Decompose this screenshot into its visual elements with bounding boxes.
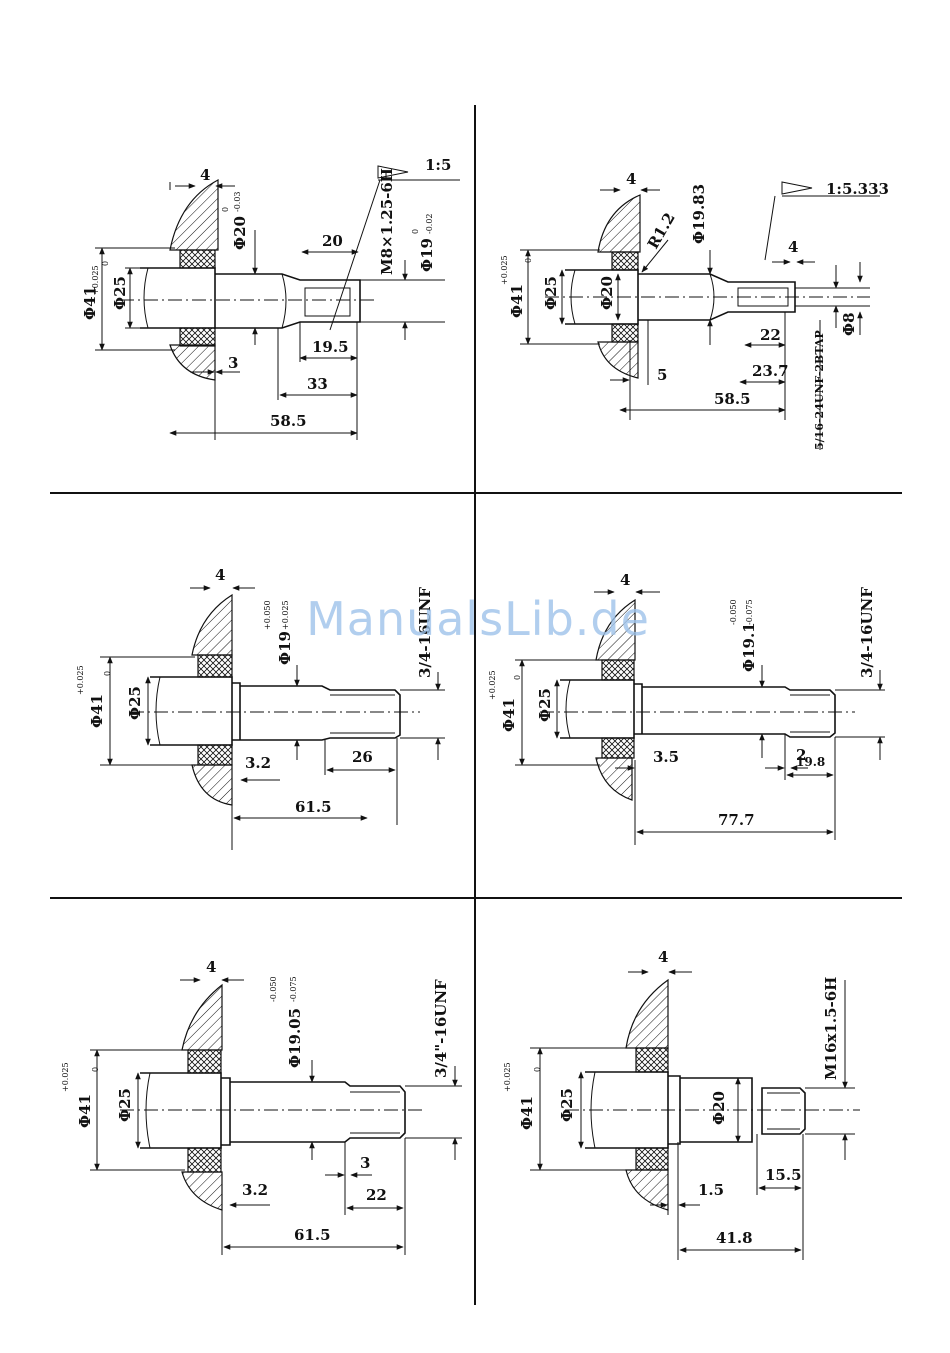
p5-bore-inner-label: Φ25 [116, 1088, 134, 1122]
p1-dim-a: 19.5 [312, 338, 349, 356]
p1-shaft-dia: Φ20 [231, 216, 249, 250]
watermark: ManualsLib.de [306, 592, 650, 646]
p4-thread-label: 3/4-16UNF [858, 587, 876, 678]
p6-flange-width-label: 4 [658, 948, 668, 966]
p1-flange-width: 4 [200, 166, 210, 184]
p4-relief-label: 2 [796, 746, 806, 764]
p2-thread-label: 5/16-24UNF-2BTAP [813, 330, 826, 450]
panel-4-shaft-drawing: 4 Φ41 +0.025 0 Φ25 Φ19.1 -0.050 -0.075 3… [488, 571, 885, 845]
p2-radius-label: R1.2 [644, 210, 679, 252]
p2-dim-a-label: 22 [760, 326, 781, 344]
bore [140, 267, 216, 329]
p5-bore-outer-tol-upper-label: +0.025 [61, 1062, 70, 1092]
p2-taper-step-label: 4 [788, 238, 798, 256]
panel-1-shaft-drawing: 4 Φ41 +0.025 0 Φ25 Φ20 0 -0.03 1:5 M8×1.… [81, 156, 460, 440]
p3-shaft-tol-upper-label: +0.050 [263, 600, 272, 630]
p1-end-tol-lower-label: -0.02 [425, 213, 434, 234]
p3-total-label: 61.5 [295, 798, 332, 816]
housing-flange [169, 179, 219, 251]
p5-shoulder-label: 3.2 [242, 1181, 268, 1199]
frame-grid [50, 105, 902, 1305]
p6-total-label: 41.8 [716, 1229, 753, 1247]
p6-bore-inner-label: Φ25 [558, 1088, 576, 1122]
p1-bore-inner: Φ25 [111, 276, 129, 310]
p5-thread-label: 3/4"-16UNF [432, 979, 450, 1078]
p5-relief-label: 3 [360, 1154, 370, 1172]
p5-bore-outer-label: Φ41 [76, 1094, 94, 1128]
p1-taper: 1:5 [425, 156, 451, 174]
p4-shaft-tol-upper-label: -0.050 [729, 599, 738, 625]
p3-shaft-dia-label: Φ19 [276, 631, 294, 665]
oil-seal-lower [179, 327, 216, 347]
p2-shoulder-label: 5 [657, 366, 667, 384]
p1-shaft-tol-lower-label: -0.03 [233, 191, 242, 212]
p1-total: 58.5 [270, 412, 307, 430]
p6-bore-outer-tol-upper-label: +0.025 [503, 1062, 512, 1092]
p3-bore-outer-label: Φ41 [88, 694, 106, 728]
p6-bore-outer-label: Φ41 [518, 1096, 536, 1130]
p2-bore-outer-tol-upper-label: +0.025 [500, 255, 509, 285]
oil-seal [179, 249, 216, 269]
p6-bore-outer-tol-lower-label: 0 [533, 1067, 542, 1072]
panel-5-shaft-drawing: 4 Φ41 +0.025 0 Φ25 Φ19.05 -0.050 -0.075 … [61, 958, 462, 1255]
p4-bore-inner-label: Φ25 [536, 688, 554, 722]
p5-thread-len-label: 22 [366, 1186, 387, 1204]
p2-total-label: 58.5 [714, 390, 751, 408]
p2-dim-b-label: 23.7 [752, 362, 789, 380]
p4-shaft-tol-lower-label: -0.075 [745, 599, 754, 625]
p2-bore-outer-tol-lower-label: 0 [524, 258, 533, 263]
p5-shaft-tol-upper-label: -0.050 [269, 976, 278, 1002]
p5-shaft-dia-label: Φ19.05 [286, 1008, 304, 1068]
panel-6-shaft-drawing: 4 Φ41 +0.025 0 Φ25 Φ20 M16x1.5-6H 15.5 1… [503, 948, 860, 1260]
p4-bore-outer-label: Φ41 [500, 698, 518, 732]
shaft [215, 273, 361, 329]
p1-end-tol-upper-label: 0 [411, 229, 420, 234]
p5-shaft-tol-lower-label: -0.075 [289, 976, 298, 1002]
p2-taper-dia-label: Φ19.83 [690, 184, 708, 244]
p1-taper-len: 20 [322, 232, 343, 250]
p5-total-label: 61.5 [294, 1226, 331, 1244]
p2-flange-width-label: 4 [626, 170, 636, 188]
p4-thread-len-label: 19.8 [796, 755, 825, 769]
p1-end-dia: Φ19 [418, 238, 436, 272]
p3-flange-width-label: 4 [215, 566, 225, 584]
p5-flange-width-label: 4 [206, 958, 216, 976]
p1-shaft-tol-upper-label: 0 [221, 207, 230, 212]
p2-bore-inner-label: Φ25 [542, 276, 560, 310]
p1-shoulder: 3 [228, 354, 238, 372]
p1-dim-b: 33 [307, 375, 328, 393]
p2-shaft-dia-label: Φ20 [598, 276, 616, 310]
p4-shaft-dia-label: Φ19.1 [740, 622, 758, 672]
p2-taper-label: 1:5.333 [826, 180, 889, 198]
p1-bore-outer: Φ41 [81, 286, 99, 320]
panel-3-shaft-drawing: 4 Φ41 +0.025 0 Φ25 Φ19 +0.050 +0.025 3/4… [76, 566, 445, 850]
p3-bore-outer-tol-lower-label: 0 [103, 671, 112, 676]
p1-bore-outer-tol-lower-label: 0 [101, 261, 110, 266]
p4-bore-outer-tol-upper-label: +0.025 [488, 670, 497, 700]
p1-thread: M8×1.25-6H [378, 168, 396, 275]
p1-bore-outer-tol-upper-label: +0.025 [91, 265, 100, 295]
p2-bore-outer-label: Φ41 [508, 284, 526, 318]
p4-bore-outer-tol-lower-label: 0 [513, 675, 522, 680]
p6-shoulder-label: 1.5 [698, 1181, 724, 1199]
p6-thread-len-label: 15.5 [765, 1166, 802, 1184]
p2-hole-dia-label: Φ8 [840, 312, 858, 336]
p3-shoulder-label: 3.2 [245, 754, 271, 772]
p4-total-label: 77.7 [718, 811, 755, 829]
p3-thread-label: 3/4-16UNF [416, 587, 434, 678]
p6-shaft-dia-label: Φ20 [710, 1091, 728, 1125]
p3-thread-len-label: 26 [352, 748, 373, 766]
p3-bore-inner-label: Φ25 [126, 686, 144, 720]
panel-2-shaft-drawing: 4 Φ41 +0.025 0 Φ25 Φ20 R1.2 Φ19.83 1:5.3… [500, 170, 889, 450]
p4-shoulder-label: 3.5 [653, 748, 679, 766]
p4-flange-width-label: 4 [620, 571, 630, 589]
p5-bore-outer-tol-lower-label: 0 [91, 1067, 100, 1072]
p6-thread-label: M16x1.5-6H [822, 977, 840, 1080]
p3-bore-outer-tol-upper-label: +0.025 [76, 665, 85, 695]
housing-flange-lower [169, 344, 216, 381]
p3-shaft-tol-lower-label: +0.025 [281, 600, 290, 630]
